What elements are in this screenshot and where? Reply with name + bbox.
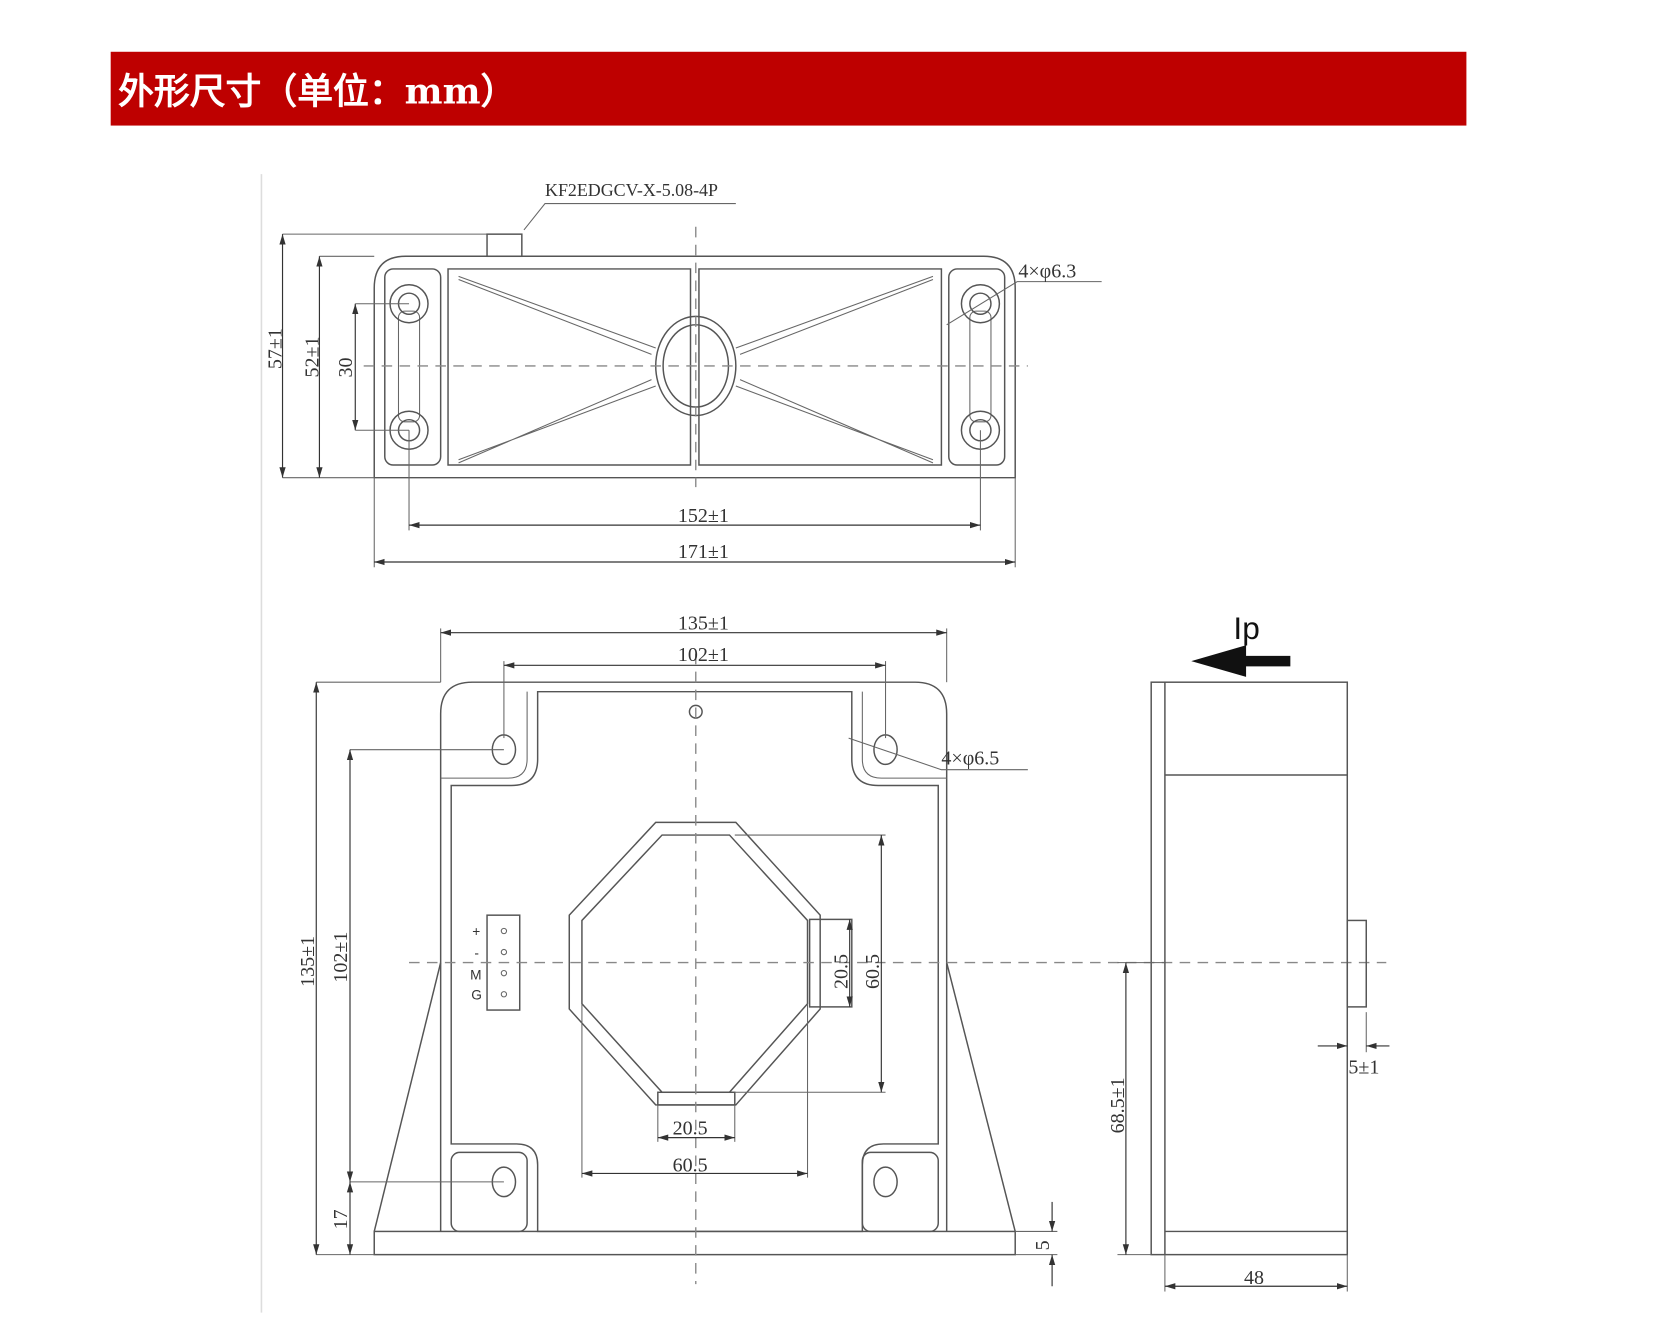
holes-label-top: 4×φ6.3 <box>1018 260 1076 282</box>
ribs <box>458 275 934 464</box>
dim-135-height: 135±1 <box>297 936 319 987</box>
current-label: Ip <box>1233 610 1259 646</box>
connector-label: KF2EDGCV-X-5.08-4P <box>545 180 718 200</box>
dim-48: 48 <box>1244 1267 1264 1289</box>
front-body-outline <box>439 681 948 963</box>
top-connector <box>486 233 523 258</box>
base-plate <box>373 1230 1016 1256</box>
side-body <box>1150 681 1349 1256</box>
top-view: KF2EDGCV-X-5.08-4P 57±1 52±1 30 152±1 17… <box>264 180 1102 568</box>
holes-label-front: 4×φ6.5 <box>941 747 999 769</box>
bottom-right-ear <box>861 1151 939 1233</box>
side-tab <box>1346 919 1367 1008</box>
current-direction-arrow-icon <box>1191 645 1291 677</box>
dim-30: 30 <box>335 358 357 378</box>
octagon-window-outer <box>568 821 821 1106</box>
connector-leader <box>523 203 736 231</box>
dim-52: 52±1 <box>301 337 323 378</box>
front-view: + - M G 135±1 102±1 4×φ6.5 135±1 102±1 1… <box>297 612 1387 1287</box>
bottom-left-ear <box>450 1151 528 1233</box>
dim-135-width: 135±1 <box>678 612 729 634</box>
dim-57: 57±1 <box>264 328 286 369</box>
dim-102-width: 102±1 <box>678 644 729 666</box>
dim-68.5: 68.5±1 <box>1107 1077 1129 1133</box>
connector-pins: + - M G <box>470 924 508 1003</box>
octagon-window-inner <box>581 834 809 1094</box>
mounting-holes <box>389 284 1001 450</box>
side-view: Ip 68.5±1 48 5±1 <box>1107 610 1390 1292</box>
pin-m: M <box>470 967 481 982</box>
pin-minus: - <box>474 945 479 960</box>
dim-152: 152±1 <box>678 505 729 527</box>
right-pocket <box>948 268 1006 466</box>
dim-5-base: 5 <box>1032 1240 1054 1250</box>
section-header: 外形尺寸（单位：mm） <box>110 51 1467 126</box>
dim-5-tab: 5±1 <box>1348 1056 1379 1078</box>
dim-60.5-v: 60.5 <box>862 954 884 989</box>
hole-leader <box>946 281 1102 326</box>
front-mounting-holes <box>491 734 898 1198</box>
dim-102-height: 102±1 <box>330 932 352 983</box>
dim-20.5-h: 20.5 <box>673 1117 708 1139</box>
pin-g: G <box>471 988 482 1003</box>
pin-plus: + <box>472 924 480 939</box>
center-panels <box>447 268 943 466</box>
top-body-outline <box>373 255 1016 479</box>
dim-171: 171±1 <box>678 541 729 563</box>
front-hole-leader <box>848 737 1028 771</box>
left-pocket <box>384 268 442 466</box>
header-bar <box>110 51 1467 126</box>
dim-17: 17 <box>330 1209 352 1229</box>
header-title: 外形尺寸（单位：mm） <box>118 70 516 112</box>
dim-20.5-v: 20.5 <box>831 954 853 989</box>
dim-60.5-h: 60.5 <box>673 1154 708 1176</box>
